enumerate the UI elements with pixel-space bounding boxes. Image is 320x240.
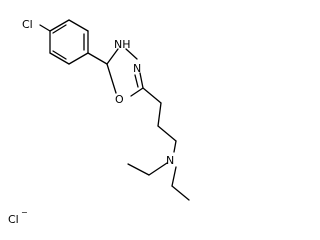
bond-n-ethyl2-a <box>171 166 177 187</box>
chloride-counter-ion: Cl − <box>8 208 28 226</box>
bond-n-ethyl1-a <box>148 162 168 176</box>
atom-label-cl-aryl: Cl <box>22 18 33 31</box>
bond-cl-aryl <box>39 24 51 32</box>
bond-aryl-c2 <box>87 52 108 65</box>
oxadiazoline-ring <box>106 48 144 97</box>
atom-label-nh: NH <box>114 38 131 51</box>
atom-label-n-ring: N <box>133 62 141 75</box>
bond-ring-3 <box>68 52 89 65</box>
diethyl-groups <box>127 162 190 201</box>
bond-o-c2 <box>106 63 117 94</box>
atom-label-o-ring: O <box>115 93 124 106</box>
chloride-charge: − <box>21 208 28 217</box>
bond-chain-3 <box>157 125 177 142</box>
bond-ring-4 <box>49 52 70 65</box>
bond-n-ethyl1-b <box>127 163 150 176</box>
bond-n-c5 <box>139 72 144 89</box>
chlorophenyl-ring <box>49 19 89 65</box>
atom-label-n-amine: N <box>166 154 174 167</box>
chloride-label: Cl <box>8 213 19 226</box>
bond-ring-double-2 <box>52 50 67 60</box>
bond-c5-o <box>130 87 144 97</box>
propyl-chain <box>142 87 177 153</box>
bond-n-c5-double <box>134 74 139 88</box>
bond-n-ethyl2-b <box>171 185 190 201</box>
bond-c2-nh <box>106 48 119 65</box>
bond-ring-double-3 <box>52 24 67 34</box>
bond-nh-n <box>125 48 138 60</box>
chemical-structure-diagram: Cl NH N O N Cl − <box>8 18 190 226</box>
bond-chain-1 <box>142 87 162 104</box>
bond-chain-2 <box>157 102 162 127</box>
bond-chain-4 <box>173 140 177 153</box>
bond-ring-1 <box>68 19 89 32</box>
bond-ring-6 <box>49 19 70 32</box>
